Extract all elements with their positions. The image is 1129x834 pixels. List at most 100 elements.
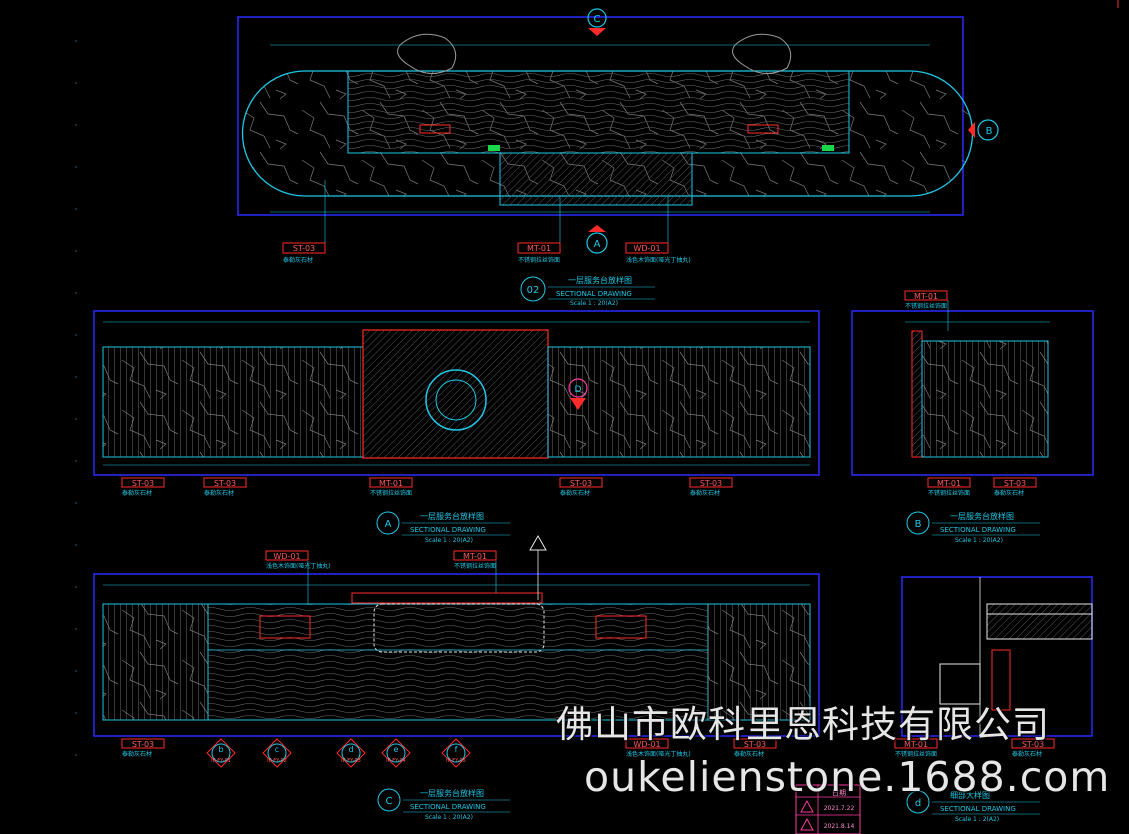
- svg-text:ST-03: ST-03: [214, 479, 236, 488]
- elev-c-red-box: [259, 615, 311, 639]
- svg-text:不锈钢拉丝饰面: 不锈钢拉丝饰面: [895, 750, 937, 758]
- elev-c-cloud: [373, 603, 545, 653]
- plan-green-marker: [822, 145, 834, 151]
- svg-text:d: d: [348, 745, 353, 754]
- elevation-c: WD-01 浅色木饰面(哑光丁抽丸) MT-01 不锈钢拉丝饰面 ST-03 泰…: [93, 534, 820, 821]
- section-marker-b: b IF-FY-01: [206, 738, 236, 768]
- svg-text:泰勒灰石材: 泰勒灰石材: [734, 750, 764, 758]
- elevation-a: D ST-03 泰勒灰石材 ST-03 泰勒灰石材 MT-01 不锈钢拉丝饰面 …: [93, 310, 820, 544]
- elev-b-flutes: [922, 341, 1048, 457]
- svg-text:d: d: [915, 798, 921, 809]
- detail-title-block: d 细部大样图 SECTIONAL DRAWING Scale 1 : 2(A2…: [906, 790, 1040, 823]
- svg-text:MT-01: MT-01: [379, 479, 403, 488]
- elev-c-tag-bottom: WD-01 浅色木饰面(哑光丁抽丸): [625, 738, 691, 758]
- elev-c-tag-bottom: ST-03 泰勒灰石材: [121, 738, 165, 758]
- svg-text:SECTIONAL DRAWING: SECTIONAL DRAWING: [410, 526, 486, 534]
- elev-a-left-flutes: [103, 347, 363, 457]
- elev-a-tag: ST-03 泰勒灰石材: [203, 477, 247, 497]
- elev-a-tag: MT-01 不锈钢拉丝饰面: [369, 477, 413, 497]
- svg-text:C: C: [594, 14, 601, 25]
- elev-c-title-block: C 一层服务台放样图 SECTIONAL DRAWING Scale 1 : 2…: [377, 788, 510, 821]
- revision-header: 日期: [832, 789, 846, 797]
- detail-slab: [986, 603, 1093, 615]
- revision-table: 日期 2021.7.22 2021.8.14: [795, 784, 861, 834]
- svg-text:泰勒灰石材: 泰勒灰石材: [690, 489, 720, 497]
- svg-text:MT-01: MT-01: [904, 740, 928, 749]
- detail-view: MT-01 不锈钢拉丝饰面 ST-03 泰勒灰石材 d 细部大样图 SECTIO…: [894, 576, 1093, 823]
- elev-b-tag: MT-01 不锈钢拉丝饰面: [927, 477, 971, 497]
- svg-text:b: b: [218, 745, 223, 754]
- plan-red-outlet: [419, 124, 451, 134]
- watermark-url: oukelienstone.1688.com: [584, 753, 1111, 801]
- plan-view: C B A ST-03 泰勒灰石材 MT-01 不锈钢拉丝饰面 WD-01: [237, 8, 999, 307]
- logo-circle-inner: [435, 379, 477, 421]
- plan-tag-mt01: MT-01 不锈钢拉丝饰面: [517, 195, 561, 264]
- svg-text:泰勒灰石材: 泰勒灰石材: [204, 489, 234, 497]
- svg-text:Scale 1 : 20(A2): Scale 1 : 20(A2): [570, 300, 618, 307]
- revision-date: 2021.7.22: [824, 805, 855, 812]
- plan-wood-top: [347, 70, 850, 154]
- svg-text:Scale 1 : 20(A2): Scale 1 : 20(A2): [425, 814, 473, 821]
- svg-text:ST-03: ST-03: [744, 740, 766, 749]
- svg-text:一层服务台放样图: 一层服务台放样图: [420, 511, 484, 521]
- svg-text:C: C: [386, 796, 393, 807]
- svg-text:泰勒灰石材: 泰勒灰石材: [122, 489, 152, 497]
- revision-triangle-icon: [800, 799, 814, 813]
- svg-text:泰勒灰石材: 泰勒灰石材: [994, 489, 1024, 497]
- elev-a-title-block: A 一层服务台放样图 SECTIONAL DRAWING Scale 1 : 2…: [376, 511, 510, 544]
- svg-text:MT-01: MT-01: [914, 292, 938, 301]
- svg-text:不锈钢拉丝饰面: 不锈钢拉丝饰面: [518, 256, 560, 264]
- svg-text:IF-FY-05: IF-FY-05: [446, 758, 466, 764]
- detail-frame: [901, 576, 1093, 737]
- plan-tag-wd01: WD-01 浅色木饰面(哑光丁抽丸): [625, 195, 691, 264]
- svg-text:泰勒灰石材: 泰勒灰石材: [122, 750, 152, 758]
- svg-text:Scale 1 : 20(A2): Scale 1 : 20(A2): [955, 537, 1003, 544]
- svg-text:IF-FY-04: IF-FY-04: [386, 758, 406, 764]
- svg-text:不锈钢拉丝饰面: 不锈钢拉丝饰面: [370, 489, 412, 497]
- revision-triangle-icon: [800, 817, 814, 831]
- elev-c-frame: [93, 573, 820, 737]
- elev-c-north-arrow: [529, 534, 547, 600]
- elev-c-red-box: [595, 615, 647, 639]
- svg-text:Scale 1 : 20(A2): Scale 1 : 20(A2): [425, 537, 473, 544]
- svg-text:f: f: [455, 745, 458, 754]
- plan-tag-st03: ST-03 泰勒灰石材: [282, 180, 326, 264]
- svg-text:IF-FY-02: IF-FY-02: [267, 758, 287, 764]
- svg-text:WD-01: WD-01: [633, 740, 660, 749]
- svg-text:B: B: [986, 126, 993, 137]
- elev-c-left-flutes: [103, 604, 208, 720]
- elev-c-tag-top-wd01: WD-01 浅色木饰面(哑光丁抽丸): [265, 550, 331, 604]
- plan-green-marker: [488, 145, 500, 151]
- svg-text:IF-FY-03: IF-FY-03: [341, 758, 361, 764]
- svg-text:不锈钢拉丝饰面: 不锈钢拉丝饰面: [928, 489, 970, 497]
- svg-text:MT-01: MT-01: [527, 244, 551, 253]
- svg-text:ST-03: ST-03: [132, 740, 154, 749]
- elev-c-tag-top-mt01: MT-01 不锈钢拉丝饰面: [453, 550, 497, 593]
- svg-text:MT-01: MT-01: [463, 552, 487, 561]
- elev-c-top-red-strip: [351, 592, 543, 604]
- section-marker-e: e IF-FY-04: [381, 738, 411, 768]
- revision-date: 2021.8.14: [824, 823, 855, 830]
- svg-text:ST-03: ST-03: [700, 479, 722, 488]
- section-marker-c: c IF-FY-02: [262, 738, 292, 768]
- svg-text:细部大样图: 细部大样图: [950, 790, 990, 800]
- svg-text:一层服务台放样图: 一层服务台放样图: [950, 511, 1014, 521]
- svg-text:A: A: [385, 519, 392, 530]
- plan-red-outlet: [747, 124, 779, 134]
- elev-b-frame: [851, 310, 1094, 476]
- svg-text:ST-03: ST-03: [1022, 740, 1044, 749]
- svg-text:浅色木饰面(哑光丁抽丸): 浅色木饰面(哑光丁抽丸): [626, 750, 691, 758]
- section-marker-f: f IF-FY-05: [441, 738, 471, 768]
- detail-slab: [986, 613, 1093, 640]
- elev-b-steel-edge: [911, 330, 923, 458]
- chair-shape: [397, 33, 457, 74]
- svg-text:WD-01: WD-01: [633, 244, 660, 253]
- elev-a-tag: ST-03 泰勒灰石材: [121, 477, 165, 497]
- svg-text:SECTIONAL DRAWING: SECTIONAL DRAWING: [556, 290, 632, 298]
- svg-text:D: D: [575, 385, 582, 395]
- elev-a-tag: ST-03 泰勒灰石材: [559, 477, 603, 497]
- section-marker-d: d IF-FY-03: [336, 738, 366, 768]
- svg-text:浅色木饰面(哑光丁抽丸): 浅色木饰面(哑光丁抽丸): [266, 562, 331, 570]
- svg-text:不锈钢拉丝饰面: 不锈钢拉丝饰面: [454, 562, 496, 570]
- plan-section-callout-right: B: [968, 119, 999, 141]
